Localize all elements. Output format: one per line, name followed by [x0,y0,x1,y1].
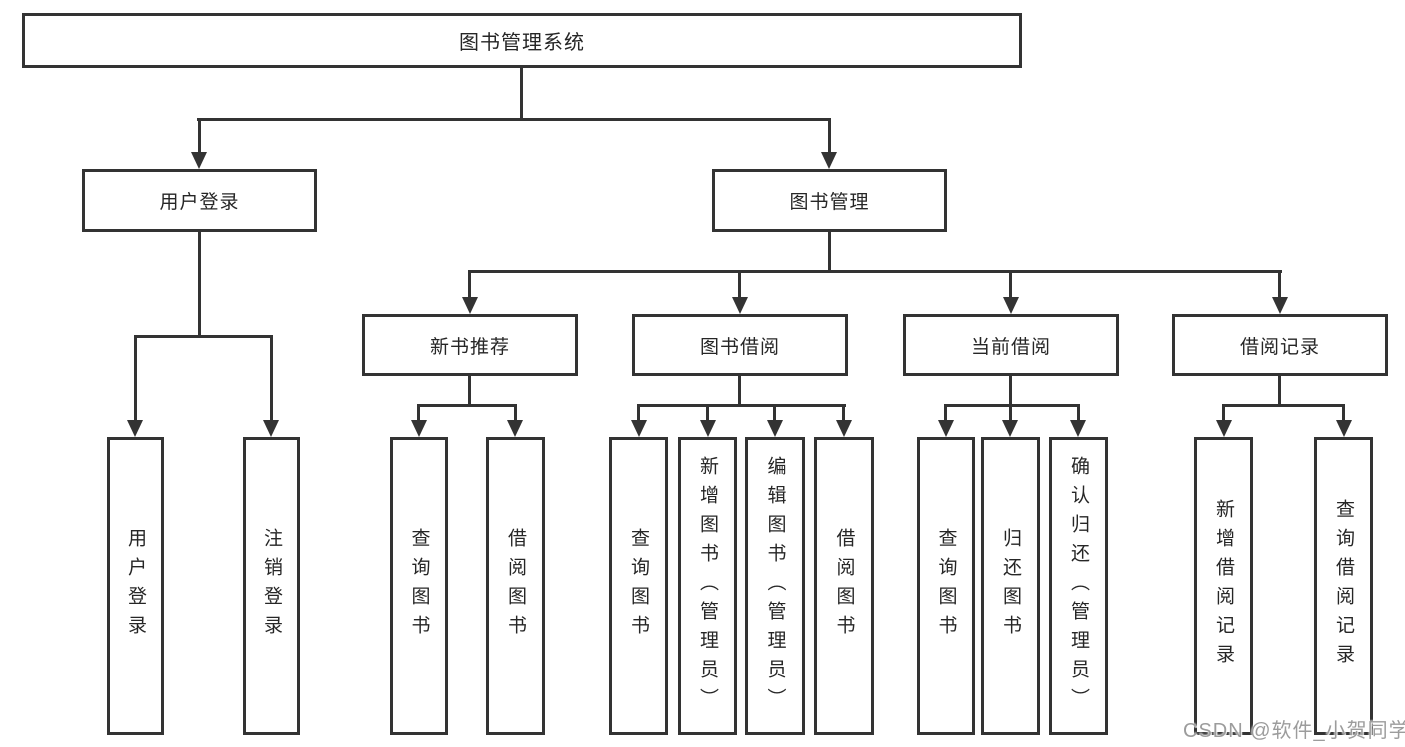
arrowhead-icon [127,420,143,437]
leaf-label: 查询图书 [628,528,649,644]
leaf-label: 用户登录 [125,528,146,644]
leaf-query-borrow-record: 查询借阅记录 [1314,437,1373,735]
connector-stem [842,404,845,422]
arrowhead-icon [1070,420,1086,437]
leaf-label: 确认归还（管理员） [1068,455,1089,717]
connector-stem [1278,270,1281,299]
node-book-management: 图书管理 [712,169,947,232]
arrowhead-icon [263,420,279,437]
node-label: 用户登录 [159,192,240,213]
leaf-label: 查询图书 [408,528,430,644]
node-current-borrow: 当前借阅 [903,314,1119,376]
node-label: 当前借阅 [970,336,1051,358]
connector-user-hline [134,335,273,338]
arrowhead-icon [1272,297,1288,314]
leaf-query-books-recommend: 查询图书 [390,437,448,735]
leaf-confirm-return-admin: 确认归还（管理员） [1049,437,1108,735]
leaf-add-borrow-record: 新增借阅记录 [1194,437,1253,735]
connector-groupB-hline [637,404,846,407]
leaf-return-books: 归还图书 [981,437,1040,735]
arrowhead-icon [732,297,748,314]
leaf-label: 借阅图书 [505,528,526,644]
arrowhead-icon [1002,420,1018,437]
node-label: 图书管理 [789,192,870,213]
connector-stem [706,404,709,422]
connector-stem [270,335,273,422]
arrowhead-icon [462,297,478,314]
connector-stem [468,270,471,299]
node-borrow-records: 借阅记录 [1172,314,1388,376]
node-root: 图书管理系统 [22,13,1022,68]
connector-stem [637,404,640,422]
arrowhead-icon [1003,297,1019,314]
connector-stem [1009,270,1012,299]
leaf-borrow-books: 借阅图书 [814,437,874,735]
connector-groupC-hline [944,404,1080,407]
connector-root-trunk [520,68,523,121]
arrowhead-icon [836,420,852,437]
leaf-label: 查询借阅记录 [1333,499,1354,673]
leaf-query-books-borrow: 查询图书 [609,437,668,735]
connector-stem [773,404,776,422]
leaf-label: 编辑图书（管理员） [764,455,786,717]
leaf-label: 归还图书 [1000,528,1021,644]
leaf-query-books-current: 查询图书 [917,437,975,735]
connector-stem [198,232,201,338]
node-root-label: 图书管理系统 [459,32,585,54]
arrowhead-icon [1216,420,1232,437]
connector-stem [828,232,831,273]
connector-stem [1009,404,1012,422]
leaf-user-login: 用户登录 [107,437,164,735]
connector-stem [828,118,831,155]
arrowhead-icon [191,152,207,169]
connector-stem [417,404,420,422]
connector-stem [1342,404,1345,422]
arrowhead-icon [507,420,523,437]
leaf-logout: 注销登录 [243,437,300,735]
leaf-label: 新增图书（管理员） [697,455,718,717]
arrowhead-icon [411,420,427,437]
node-label: 图书借阅 [699,336,780,358]
leaf-label: 新增借阅记录 [1213,499,1234,673]
leaf-label: 借阅图书 [833,528,855,644]
connector-stem [198,118,201,155]
connector-groupD-hline [1222,404,1345,407]
connector-stem [1222,404,1225,422]
csdn-watermark: CSDN @软件_小贺同学 [1183,720,1405,742]
arrowhead-icon [767,420,783,437]
connector-stem [514,404,517,422]
connector-stem [468,376,471,407]
connector-stem [134,335,137,422]
connector-stem [1009,376,1012,407]
arrowhead-icon [821,152,837,169]
leaf-label: 查询图书 [935,528,957,644]
node-book-borrow: 图书借阅 [632,314,848,376]
connector-stem [1077,404,1080,422]
node-user-login: 用户登录 [82,169,317,232]
node-label: 新书推荐 [429,336,510,358]
connector-l3-hline [468,270,1282,273]
leaf-label: 注销登录 [261,528,282,644]
connector-stem [944,404,947,422]
leaf-edit-books-admin: 编辑图书（管理员） [745,437,805,735]
leaf-borrow-books-recommend: 借阅图书 [486,437,545,735]
connector-stem [738,376,741,407]
connector-stem [738,270,741,299]
node-label: 借阅记录 [1239,336,1320,358]
connector-groupA-hline [417,404,517,407]
leaf-add-books-admin: 新增图书（管理员） [678,437,737,735]
arrowhead-icon [938,420,954,437]
arrowhead-icon [700,420,716,437]
node-new-book-recommend: 新书推荐 [362,314,578,376]
arrowhead-icon [1336,420,1352,437]
connector-stem [1278,376,1281,407]
arrowhead-icon [631,420,647,437]
connector-l2-hline [197,118,831,121]
